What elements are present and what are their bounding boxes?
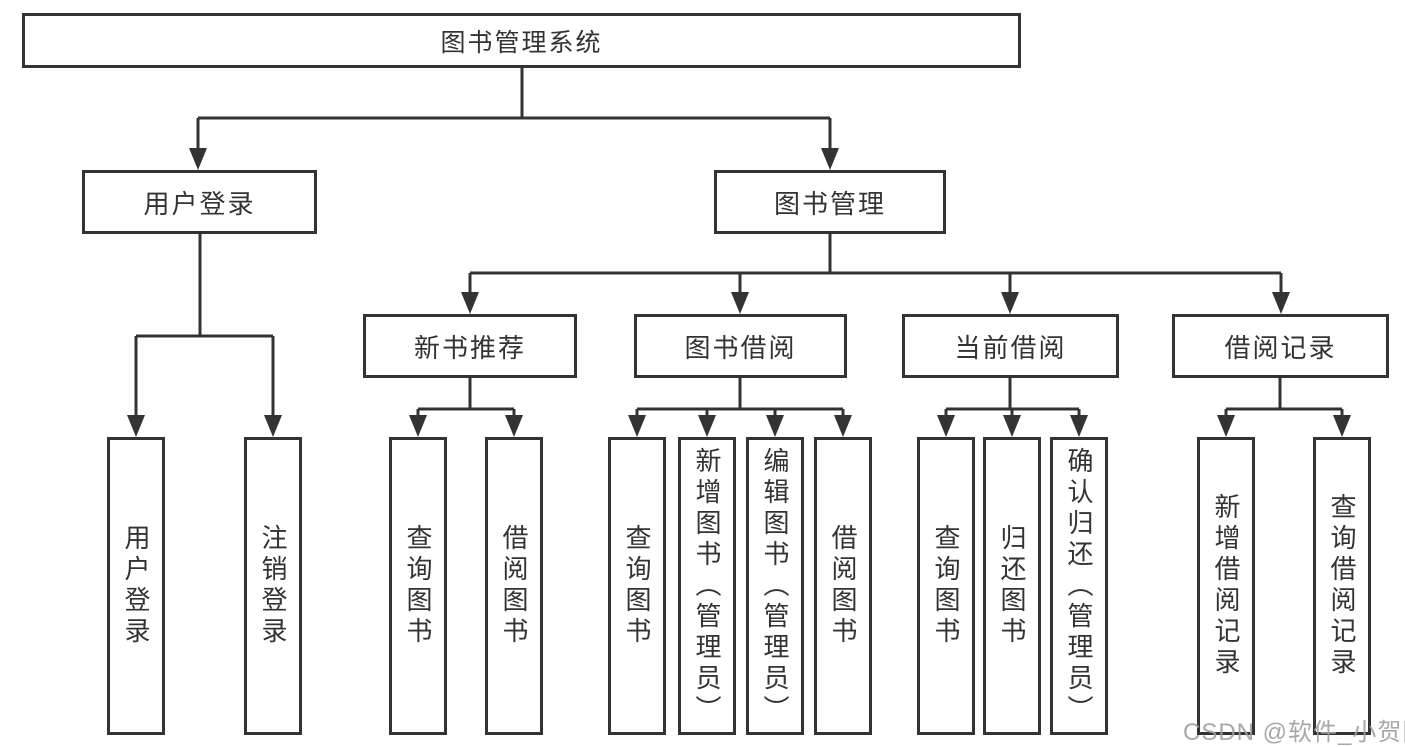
node-leaf-logout: 注销登录 (244, 437, 302, 735)
connector-records-to-children (1224, 378, 1344, 421)
arrowhead (766, 415, 784, 437)
leaf-label: 查询图书 (931, 524, 961, 648)
connector-login-to-children (134, 234, 275, 421)
leaf-label: 查询图书 (622, 524, 652, 648)
node-user-login: 用户登录 (82, 170, 317, 234)
leaf-label: 注销登录 (258, 524, 288, 648)
arrowhead (834, 415, 852, 437)
node-leaf-add-borrow-record: 新增借阅记录 (1197, 437, 1255, 735)
connector-current-to-children (944, 378, 1081, 421)
arrowhead (505, 415, 523, 437)
leaf-label: 新增借阅记录 (1211, 493, 1241, 679)
leaf-label: 查询图书 (403, 524, 433, 648)
node-leaf-return-books: 归还图书 (983, 437, 1041, 735)
leaf-label: 查询借阅记录 (1327, 493, 1357, 679)
node-current-borrow: 当前借阅 (902, 314, 1119, 378)
node-leaf-confirm-return-admin: 确认归还（管理员） (1050, 437, 1108, 735)
connector-recommend-to-children (416, 378, 516, 421)
arrowhead (189, 148, 207, 170)
arrowhead (937, 415, 955, 437)
leaf-label: 新增图书（管理员） (692, 446, 722, 726)
node-leaf-query-books-borrow: 查询图书 (608, 437, 666, 735)
node-new-book-recommend: 新书推荐 (363, 314, 577, 378)
arrowhead (461, 292, 479, 314)
arrowhead (264, 415, 282, 437)
leaf-label: 借阅图书 (828, 524, 858, 648)
leaf-label: 编辑图书（管理员） (760, 446, 790, 726)
arrowhead (1272, 292, 1290, 314)
arrowhead (731, 292, 749, 314)
arrowhead (1217, 415, 1235, 437)
node-leaf-user-login: 用户登录 (107, 437, 165, 735)
arrowhead (698, 415, 716, 437)
arrowhead (1003, 415, 1021, 437)
leaf-label: 借阅图书 (499, 524, 529, 648)
arrowhead (1070, 415, 1088, 437)
arrowhead (1001, 292, 1019, 314)
node-leaf-query-books-recommend: 查询图书 (389, 437, 447, 735)
csdn-watermark: CSDN @软件_小贺同学 (1183, 719, 1405, 746)
leaf-label: 确认归还（管理员） (1064, 446, 1094, 726)
node-book-management: 图书管理 (714, 170, 946, 234)
node-system-root: 图书管理系统 (22, 13, 1021, 68)
node-borrow-records: 借阅记录 (1172, 314, 1389, 378)
node-leaf-borrow-books-recommend: 借阅图书 (485, 437, 543, 735)
leaf-label: 归还图书 (997, 524, 1027, 648)
arrowhead (821, 148, 839, 170)
connector-borrow-to-children (635, 378, 845, 421)
arrowhead (127, 415, 145, 437)
node-leaf-query-borrow-record: 查询借阅记录 (1313, 437, 1371, 735)
arrowhead (628, 415, 646, 437)
leaf-label: 用户登录 (121, 524, 151, 648)
node-book-borrow: 图书借阅 (634, 314, 847, 378)
node-leaf-add-books-admin: 新增图书（管理员） (678, 437, 736, 735)
connector-root-to-level2 (196, 68, 832, 152)
node-leaf-edit-books-admin: 编辑图书（管理员） (746, 437, 804, 735)
node-leaf-borrow-books: 借阅图书 (814, 437, 872, 735)
arrowhead (409, 415, 427, 437)
arrowhead (1333, 415, 1351, 437)
connector-mgmt-to-level3 (468, 234, 1283, 298)
node-leaf-query-books-current: 查询图书 (917, 437, 975, 735)
